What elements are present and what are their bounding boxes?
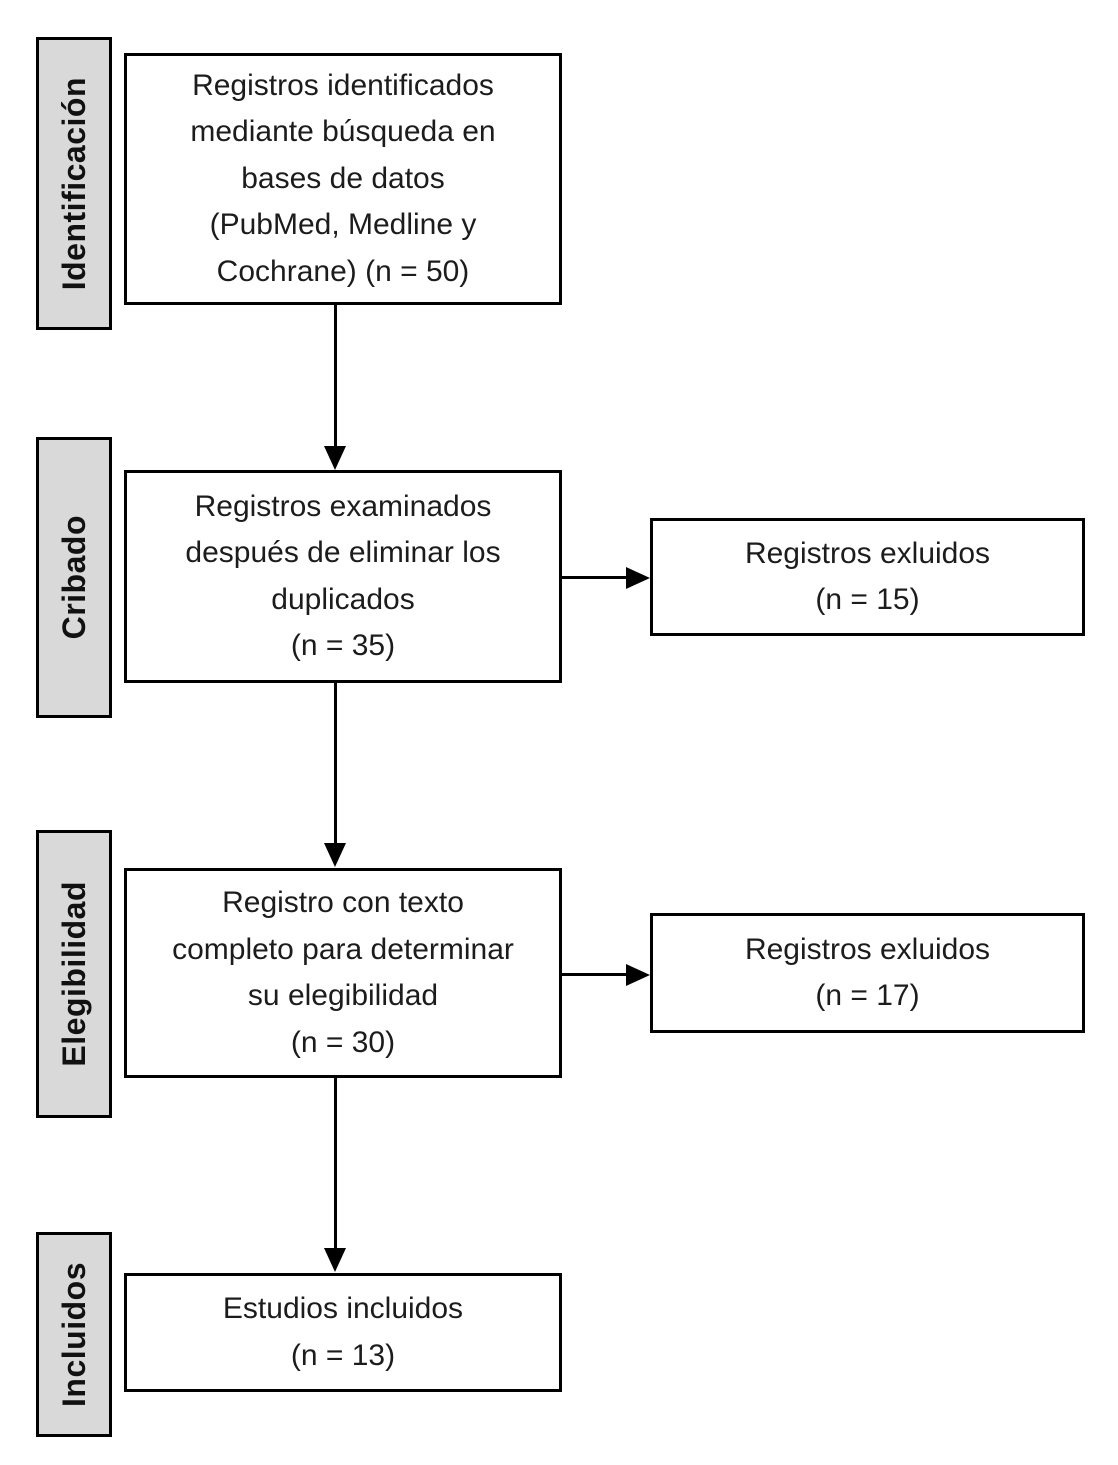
arrow-down-identified-to-screened-head-icon xyxy=(324,446,346,470)
box-records-excluded-screening-text: Registros exluidos (n = 15) xyxy=(744,536,991,617)
box-fulltext-assessed-text: Registro con texto completo para determi… xyxy=(172,886,514,1059)
arrow-down-screened-to-fulltext-head-icon xyxy=(324,843,346,867)
arrow-right-screened-to-excluded-line xyxy=(562,576,626,579)
box-records-screened: Registros examinados después de eliminar… xyxy=(124,470,562,683)
box-studies-included-text: Estudios incluidos (n = 13) xyxy=(222,1292,464,1372)
box-fulltext-assessed: Registro con texto completo para determi… xyxy=(124,868,562,1078)
stage-label-identificacion: Identificación xyxy=(36,37,112,330)
box-records-screened-text: Registros examinados después de eliminar… xyxy=(185,489,501,663)
arrow-down-screened-to-fulltext-line xyxy=(334,683,337,844)
box-records-excluded-eligibility-text: Registros exluidos (n = 17) xyxy=(744,932,991,1013)
arrow-right-fulltext-to-excluded-head-icon xyxy=(626,964,650,986)
stage-label-elegibilidad: Elegibilidad xyxy=(36,830,112,1118)
box-records-identified-text: Registros identificados mediante búsqued… xyxy=(190,68,496,288)
arrow-down-fulltext-to-included-line xyxy=(334,1078,337,1249)
arrow-right-screened-to-excluded-head-icon xyxy=(626,567,650,589)
box-studies-included: Estudios incluidos (n = 13) xyxy=(124,1273,562,1392)
stage-label-cribado-text: Cribado xyxy=(55,515,92,640)
box-records-identified: Registros identificados mediante búsqued… xyxy=(124,53,562,305)
arrow-right-fulltext-to-excluded-line xyxy=(562,973,626,976)
arrow-down-fulltext-to-included-head-icon xyxy=(324,1248,346,1272)
stage-label-identificacion-text: Identificación xyxy=(55,76,92,291)
box-records-excluded-screening: Registros exluidos (n = 15) xyxy=(650,518,1085,636)
stage-label-elegibilidad-text: Elegibilidad xyxy=(55,881,92,1067)
stage-label-incluidos: Incluidos xyxy=(36,1232,112,1437)
box-records-excluded-eligibility: Registros exluidos (n = 17) xyxy=(650,913,1085,1033)
stage-label-incluidos-text: Incluidos xyxy=(55,1262,92,1407)
arrow-down-identified-to-screened-line xyxy=(334,305,337,447)
stage-label-cribado: Cribado xyxy=(36,437,112,718)
